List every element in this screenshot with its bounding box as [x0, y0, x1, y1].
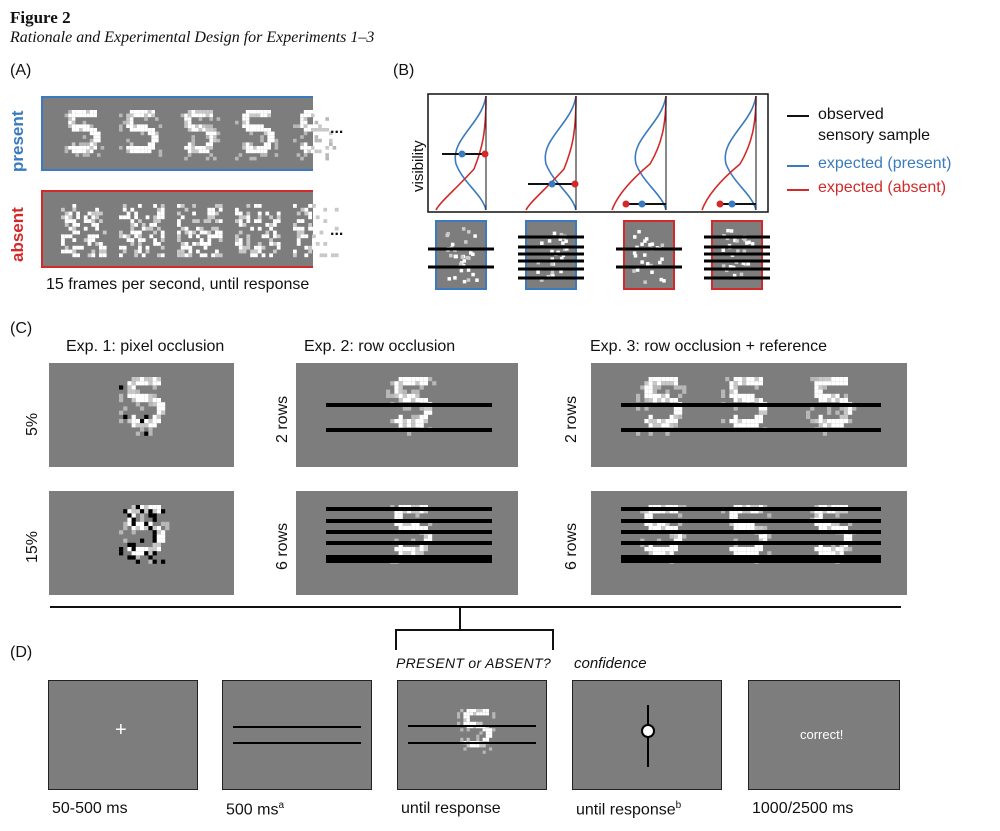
present-distribution	[544, 95, 577, 211]
present-distribution	[724, 95, 757, 211]
feedback-text: correct!	[800, 727, 844, 742]
exp1-stimulus-5pct	[49, 363, 234, 467]
visibility-axis-label: visibility	[410, 140, 427, 192]
digit-pixels	[721, 505, 772, 564]
exp2-stimulus-2rows	[296, 363, 518, 467]
stimulus-thumbnail	[623, 220, 675, 290]
absent-frames	[61, 204, 339, 258]
timing-stimulus: until response	[401, 800, 501, 817]
present-absent-prompt: PRESENT or ABSENT?	[396, 655, 552, 671]
digit-pixels	[457, 709, 496, 754]
confidence-prompt: confidence	[574, 655, 647, 672]
exp2-row2-label: 6 rows	[274, 522, 291, 570]
panel-b-label: (B)	[393, 62, 415, 79]
exp3-row1-label: 2 rows	[563, 395, 580, 443]
feedback-screen: correct!	[748, 680, 900, 790]
present-frame	[119, 110, 163, 157]
exp2-stimulus-6rows	[296, 491, 518, 595]
confidence-screen	[572, 680, 722, 790]
fixation-screen: +	[48, 680, 198, 790]
digit-pixels	[119, 505, 170, 564]
digit-pixels	[119, 377, 166, 436]
present-distribution	[454, 95, 487, 211]
absent-distribution	[525, 95, 577, 211]
present-ellipsis: ...	[330, 120, 344, 137]
present-likelihood-dot	[458, 150, 466, 158]
plot-frame	[427, 93, 769, 213]
present-frame	[64, 110, 105, 157]
exp2-title: Exp. 2: row occlusion	[304, 338, 456, 355]
timing-confidence-text: until response	[576, 801, 676, 819]
present-stream	[41, 96, 337, 171]
absent-frame	[293, 204, 339, 258]
timing-confidence: until responseb	[576, 800, 681, 819]
figure-caption: Rationale and Experimental Design for Ex…	[10, 29, 375, 46]
absent-frame	[61, 204, 107, 258]
absent-frame	[177, 204, 223, 258]
exp3-stimulus-6rows	[591, 491, 907, 595]
legend-present-line	[787, 165, 809, 167]
exp2-row1-label: 2 rows	[274, 395, 291, 443]
fixation-cross: +	[115, 719, 127, 741]
absent-label: absent	[8, 207, 27, 262]
present-likelihood-dot	[548, 180, 556, 188]
present-frame	[293, 110, 337, 161]
confidence-slider-handle[interactable]	[641, 724, 655, 738]
reference-lines-screen	[222, 680, 372, 790]
legend-absent-line	[787, 189, 809, 191]
digit-pixels	[806, 377, 857, 436]
figure-number: Figure 2	[10, 8, 71, 27]
exp3-stimulus-2rows	[591, 363, 907, 467]
timing-confidence-sup: b	[675, 800, 682, 811]
absent-stream	[41, 190, 339, 268]
present-frame	[180, 110, 221, 161]
stimulus-screen	[397, 680, 547, 790]
panel-c-label: (C)	[10, 320, 33, 337]
section-divider	[50, 606, 901, 608]
stimulus-thumbnail	[435, 220, 487, 290]
timing-feedback: 1000/2500 ms	[752, 800, 854, 817]
absent-ellipsis: ...	[330, 222, 344, 239]
absent-likelihood-dot	[571, 180, 579, 188]
visibility-plot	[427, 93, 770, 290]
present-label: present	[8, 110, 27, 172]
panel-a-label: (A)	[10, 62, 32, 79]
absent-likelihood-dot	[481, 150, 489, 158]
occluder-line-bottom	[233, 742, 361, 744]
absent-frame	[119, 204, 165, 258]
absent-frame	[235, 204, 281, 258]
present-likelihood-dot	[638, 200, 646, 208]
legend-observed-line	[787, 115, 809, 117]
absent-distribution	[701, 95, 757, 211]
present-distribution	[634, 95, 667, 211]
legend-sensory-sample: sensory sample	[818, 127, 931, 144]
exp3-row2-label: 6 rows	[563, 522, 580, 570]
panel-d-label: (D)	[10, 644, 33, 661]
timing-reference-sup: a	[278, 800, 285, 811]
digit-pixels	[386, 377, 437, 436]
exp3-title: Exp. 3: row occlusion + reference	[590, 338, 828, 355]
exp1-title: Exp. 1: pixel occlusion	[66, 338, 225, 355]
thumbnail-pixels	[445, 227, 479, 284]
absent-likelihood-dot	[622, 200, 630, 208]
present-likelihood-dot	[728, 200, 736, 208]
panel-a-caption: 15 frames per second, until response	[46, 276, 310, 293]
legend-present: expected (present)	[818, 155, 952, 172]
response-bracket	[395, 606, 554, 650]
present-frame	[235, 110, 279, 161]
stimulus-digit	[408, 709, 536, 754]
absent-likelihood-dot	[716, 200, 724, 208]
present-frames	[64, 110, 337, 161]
exp1-row1-label: 5%	[24, 412, 41, 436]
timing-fixation: 50-500 ms	[52, 800, 128, 817]
exp1-row2-label: 15%	[24, 530, 41, 563]
legend-observed: observed	[818, 106, 884, 123]
absent-distribution	[611, 95, 667, 211]
timing-reference: 500 msa	[226, 800, 284, 819]
legend-absent: expected (absent)	[818, 179, 947, 196]
timing-reference-text: 500 ms	[226, 801, 279, 819]
absent-distribution	[435, 95, 487, 211]
occluder-line-top	[233, 726, 361, 728]
exp1-stimulus-15pct	[49, 491, 234, 595]
